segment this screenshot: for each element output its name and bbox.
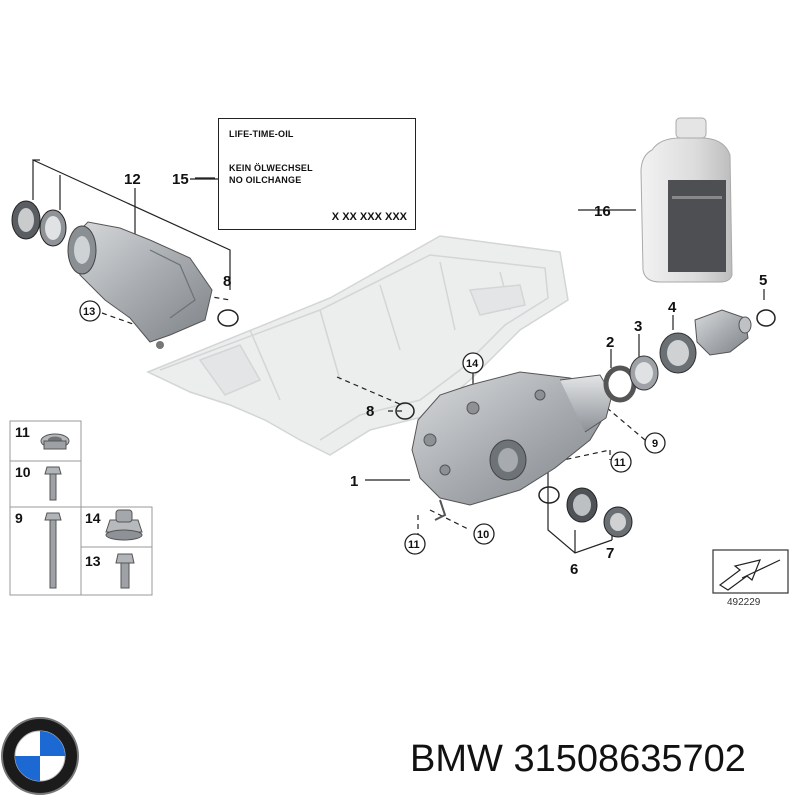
nut-14-drawing: [105, 509, 143, 541]
hardware-legend: 11 10 9 14 13: [9, 420, 153, 596]
differential-1: [411, 371, 613, 521]
legend-9: 9: [15, 510, 23, 526]
circled-callouts: 13 14 9 11 10 11: [79, 300, 666, 555]
callout-15: 15: [172, 171, 189, 188]
legend-11: 11: [15, 424, 30, 440]
callout-12: 12: [124, 171, 141, 188]
callout-8b: 8: [366, 403, 374, 420]
flange-5: [694, 309, 776, 356]
bolt-9-drawing: [44, 512, 62, 589]
seal-7: [603, 506, 633, 538]
bolt-10-drawing: [44, 466, 62, 501]
callout-10: 10: [477, 529, 489, 541]
label-code: X XX XXX XXX: [331, 211, 407, 223]
callout-13: 13: [83, 306, 95, 318]
bolt-13-drawing: [115, 553, 135, 589]
output-housing-12: [67, 221, 213, 349]
caption-brand: BMW: [410, 738, 503, 780]
oil-bottle-16: [640, 117, 733, 283]
direction-arrow-box: [712, 549, 789, 594]
callout-14: 14: [466, 358, 479, 370]
callout-11b: 11: [408, 539, 420, 551]
oil-label-box: LIFE-TIME-OIL KEIN ÖLWECHSEL NO OILCHANG…: [218, 118, 416, 230]
callout-1: 1: [350, 473, 358, 490]
callout-9: 9: [652, 438, 658, 450]
callout-6: 6: [570, 561, 578, 578]
callout-2: 2: [606, 334, 614, 351]
o-ring-8a: [217, 309, 239, 327]
caption-part-number: 31508635702: [513, 738, 746, 780]
seal-ring-3: [629, 355, 659, 391]
part-caption: BMW 31508635702: [410, 738, 746, 781]
plug-11-drawing: [40, 433, 70, 450]
label-line-3: NO OILCHANGE: [229, 175, 302, 185]
legend-14: 14: [85, 510, 101, 526]
callout-8a: 8: [223, 273, 231, 290]
callout-16: 16: [594, 203, 611, 220]
shaft-seal-6: [566, 487, 598, 523]
shaft-seal-ring: [11, 200, 41, 240]
legend-10: 10: [15, 464, 31, 480]
callout-7: 7: [606, 545, 614, 562]
callout-15-leader: [190, 178, 218, 180]
diagram-reference-number: 492229: [727, 597, 761, 608]
bearing-4: [659, 332, 697, 374]
legend-13: 13: [85, 553, 101, 569]
o-ring-8b: [395, 402, 415, 420]
bearing-ring: [39, 209, 67, 247]
callout-3: 3: [634, 318, 642, 335]
label-line-1: LIFE-TIME-OIL: [229, 129, 294, 139]
bmw-logo: [1, 717, 79, 795]
callout-11a: 11: [614, 457, 626, 469]
callout-5: 5: [759, 272, 767, 289]
label-line-2: KEIN ÖLWECHSEL: [229, 163, 313, 173]
oil-pan-ghost: [146, 235, 569, 456]
callout-4: 4: [668, 299, 677, 316]
callout-numbers: 12 15 16 8 5 4 3 2 8 1 6 7: [124, 171, 767, 578]
o-ring-6: [538, 486, 560, 504]
